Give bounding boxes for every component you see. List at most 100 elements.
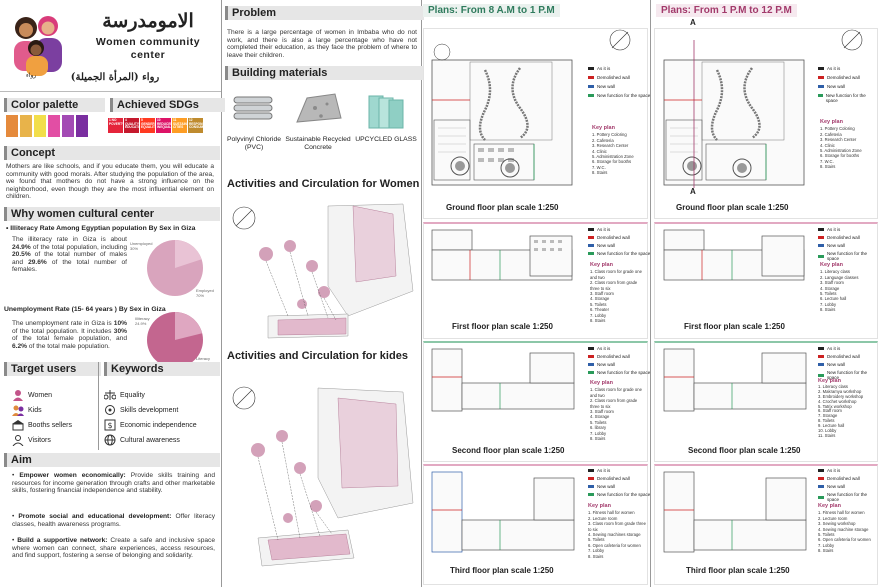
- second-right-caption: Second floor plan scale 1:250: [688, 446, 801, 455]
- ground-floor-plan-left: [431, 43, 573, 186]
- material-concrete: Sustainable Recycled Concrete: [285, 136, 351, 151]
- legend-new-function: New function for the space: [588, 370, 650, 375]
- materials-title: Building materials: [225, 66, 424, 80]
- arabic-title: الامومدرسة: [102, 10, 194, 32]
- legend-new-wall: New wall: [818, 484, 845, 489]
- color-swatch: [48, 115, 60, 137]
- logo-text: رواء: [26, 73, 37, 79]
- keyword-cultural: Cultural awareness: [104, 434, 180, 446]
- column-divider: [650, 0, 651, 587]
- section-marker-top: A: [690, 18, 696, 27]
- skills-icon: [105, 405, 115, 415]
- divider: [98, 362, 99, 450]
- problem-title: Problem: [225, 6, 424, 20]
- material-pvc: Polyvinyl Chloride (PVC): [226, 136, 282, 151]
- legend-new-wall: New wall: [818, 84, 845, 89]
- legend-new-wall: New wall: [588, 243, 615, 248]
- legend-as-it-is: As it is: [818, 346, 840, 351]
- section-marker-bottom: A: [690, 187, 696, 196]
- plans-right-title: Plans: From 1 P.M to 12 P.M: [656, 4, 797, 17]
- woman-icon: [13, 390, 23, 401]
- legend-new-wall: New wall: [588, 84, 615, 89]
- first-right-frame: [654, 222, 878, 339]
- material-glass: UPCYCLED GLASS: [355, 136, 417, 143]
- first-floor-plan-right: [663, 229, 805, 281]
- legend-as-it-is: As it is: [588, 227, 610, 232]
- third-right-frame: [654, 464, 878, 585]
- third-left-caption: Third floor plan scale 1:250: [450, 566, 554, 575]
- ground-floor-plan-right: [663, 40, 805, 188]
- keyword-skills: Skills development: [104, 404, 178, 416]
- legend-as-it-is: As it is: [818, 468, 840, 473]
- third-left-frame: [423, 464, 648, 585]
- legend-new-function: New function for the space: [818, 251, 880, 261]
- second-right-frame: [654, 341, 878, 462]
- legend-new-function: New function for the space: [818, 370, 880, 380]
- equality-icon: [104, 390, 116, 400]
- aim-item-1: • Empower women economically: Provide sk…: [12, 472, 216, 495]
- legend-as-it-is: As it is: [588, 66, 610, 71]
- legend-as-it-is: As it is: [588, 468, 610, 473]
- target-users-title: Target users: [4, 362, 101, 376]
- legend-demolished: Demolished wall: [588, 476, 630, 481]
- arabic-subtitle: رواء (المرأة الجميلة): [70, 72, 160, 83]
- target-user-kids: Kids: [12, 404, 42, 416]
- illiteracy-text: The illiteracy rate in Giza is about 24.…: [12, 236, 127, 274]
- legend-new-function: New function for the space: [588, 492, 650, 497]
- north-arrow-icon: [841, 29, 863, 51]
- why-title: Why women cultural center: [4, 207, 220, 221]
- unemployment-heading: Unemployment Rate (15- 64 years ) By Sex…: [4, 306, 166, 313]
- keywords-title: Keywords: [104, 362, 220, 376]
- legend-as-it-is: As it is: [818, 227, 840, 232]
- color-swatch: [6, 115, 18, 137]
- sdg-icon: 10 REDUCED INEQUALITIES: [156, 118, 179, 133]
- target-user-booths: Booths sellers: [12, 419, 72, 431]
- divider: [0, 91, 221, 92]
- title-line-1: Women community: [95, 36, 201, 48]
- third-floor-plan-right: [663, 471, 807, 553]
- legend-new-function: New function for the space: [818, 93, 868, 103]
- legend-demolished: Demolished wall: [818, 354, 860, 359]
- problem-text: There is a large percentage of women in …: [227, 29, 417, 59]
- color-palette-title: Color palette: [4, 98, 105, 112]
- sdg-icon: 12 RESPONSIBLE CONSUMPTION: [188, 118, 213, 133]
- first-floor-plan-left: [431, 229, 573, 281]
- aim-item-2: • Promote social and educational develop…: [12, 513, 216, 528]
- legend-new-function: New function for the space: [588, 251, 650, 256]
- second-left-caption: Second floor plan scale 1:250: [452, 446, 565, 455]
- color-swatch: [20, 115, 32, 137]
- legend-new-wall: New wall: [588, 362, 615, 367]
- legend-as-it-is: As it is: [818, 66, 840, 71]
- activities-kids-diagram: [232, 386, 414, 567]
- color-swatch: [76, 115, 88, 137]
- third-floor-plan-left: [431, 471, 575, 553]
- legend-demolished: Demolished wall: [588, 354, 630, 359]
- sdg-icon: 4 QUALITY EDUCATION: [124, 118, 144, 133]
- sdg-icon: 11 SUSTAINABLE CITIES: [172, 118, 195, 133]
- second-floor-plan-left: [431, 348, 575, 412]
- legend-new-wall: New wall: [818, 362, 845, 367]
- culture-icon: [104, 434, 116, 446]
- concept-title: Concept: [4, 146, 220, 160]
- ground-right-caption: Ground floor plan scale 1:250: [676, 203, 789, 212]
- first-left-caption: First floor plan scale 1:250: [452, 322, 553, 331]
- keyword-equality: Equality: [104, 389, 145, 401]
- column-divider: [221, 0, 222, 587]
- first-left-frame: [423, 222, 648, 339]
- concept-text: Mothers are like schools, and if you edu…: [6, 163, 214, 201]
- pvc-pipes-image: [233, 96, 273, 120]
- illiteracy-heading: • Illiteracy Rate Among Egyptian populat…: [6, 225, 196, 232]
- legend-as-it-is: As it is: [588, 346, 610, 351]
- second-floor-plan-right: [663, 348, 807, 412]
- column-divider: [421, 0, 422, 587]
- aim-title: Aim: [4, 453, 220, 467]
- title-line-2: center: [130, 49, 166, 61]
